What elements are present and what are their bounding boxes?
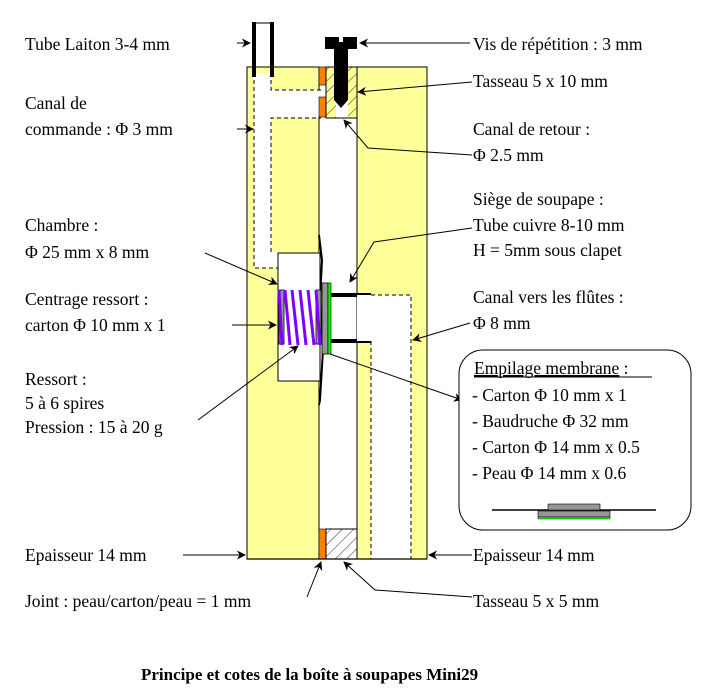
- valve-seat-tube: [331, 293, 371, 343]
- label-canal-retour-2: Φ 2.5 mm: [473, 145, 544, 165]
- label-centrage-2: carton Φ 10 mm x 1: [25, 315, 166, 335]
- label-chambre-2: Φ 25 mm x 8 mm: [25, 242, 150, 262]
- membrane-leather: [537, 516, 611, 520]
- label-siege-1: Siège de soupape :: [473, 189, 604, 209]
- chamber: [277, 234, 325, 406]
- label-joint: Joint : peau/carton/peau = 1 mm: [25, 591, 252, 611]
- label-ressort-2: 5 à 6 spires: [25, 393, 104, 413]
- label-canal-retour-1: Canal de retour :: [473, 119, 590, 139]
- label-canal-commande-2: commande : Φ 3 mm: [25, 119, 173, 139]
- membrane-item: - Carton Φ 10 mm x 1: [472, 385, 627, 405]
- label-centrage-1: Centrage ressort :: [25, 289, 148, 309]
- label-canal-flutes-1: Canal vers les flûtes :: [473, 287, 624, 307]
- bottom-tasseau: [325, 528, 358, 560]
- flute-channel: [357, 294, 412, 559]
- membrane-card-top: [547, 503, 601, 511]
- diagram-title: Principe et cotes de la boîte à soupapes…: [141, 665, 478, 684]
- label-canal-commande-1: Canal de: [25, 93, 87, 113]
- label-ressort-3: Pression : 15 à 20 g: [25, 417, 163, 437]
- label-siege-3: H = 5mm sous clapet: [473, 240, 622, 260]
- repetition-screw: [325, 37, 357, 108]
- membrane-item: - Peau Φ 14 mm x 0.6: [472, 463, 626, 483]
- leader-lines: [183, 38, 473, 598]
- label-tasseau-top: Tasseau 5 x 10 mm: [473, 71, 608, 91]
- bottom-joint: [318, 528, 327, 560]
- label-ressort-1: Ressort :: [25, 369, 87, 389]
- brass-tube: [252, 22, 274, 77]
- label-epaisseur-right: Epaisseur 14 mm: [473, 545, 595, 565]
- membrane-heading: Empilage membrane :: [474, 358, 629, 378]
- label-epaisseur-left: Epaisseur 14 mm: [25, 545, 147, 565]
- label-chambre-1: Chambre :: [25, 215, 98, 235]
- membrane-item: - Baudruche Φ 32 mm: [472, 411, 629, 431]
- membrane-item: - Carton Φ 14 mm x 0.5: [472, 437, 640, 457]
- control-channel: [253, 73, 321, 269]
- label-vis: Vis de répétition : 3 mm: [473, 34, 643, 54]
- label-tasseau-bottom: Tasseau 5 x 5 mm: [473, 591, 600, 611]
- label-tube-laiton: Tube Laiton 3-4 mm: [25, 34, 170, 54]
- label-siege-2: Tube cuivre 8-10 mm: [473, 215, 625, 235]
- label-canal-flutes-2: Φ 8 mm: [473, 313, 531, 333]
- membrane-card-bottom: [537, 510, 611, 518]
- spring: [277, 289, 322, 346]
- membrane-stack-box: Empilage membrane : - Carton Φ 10 mm x 1…: [458, 349, 692, 531]
- valve-membrane: [321, 282, 332, 355]
